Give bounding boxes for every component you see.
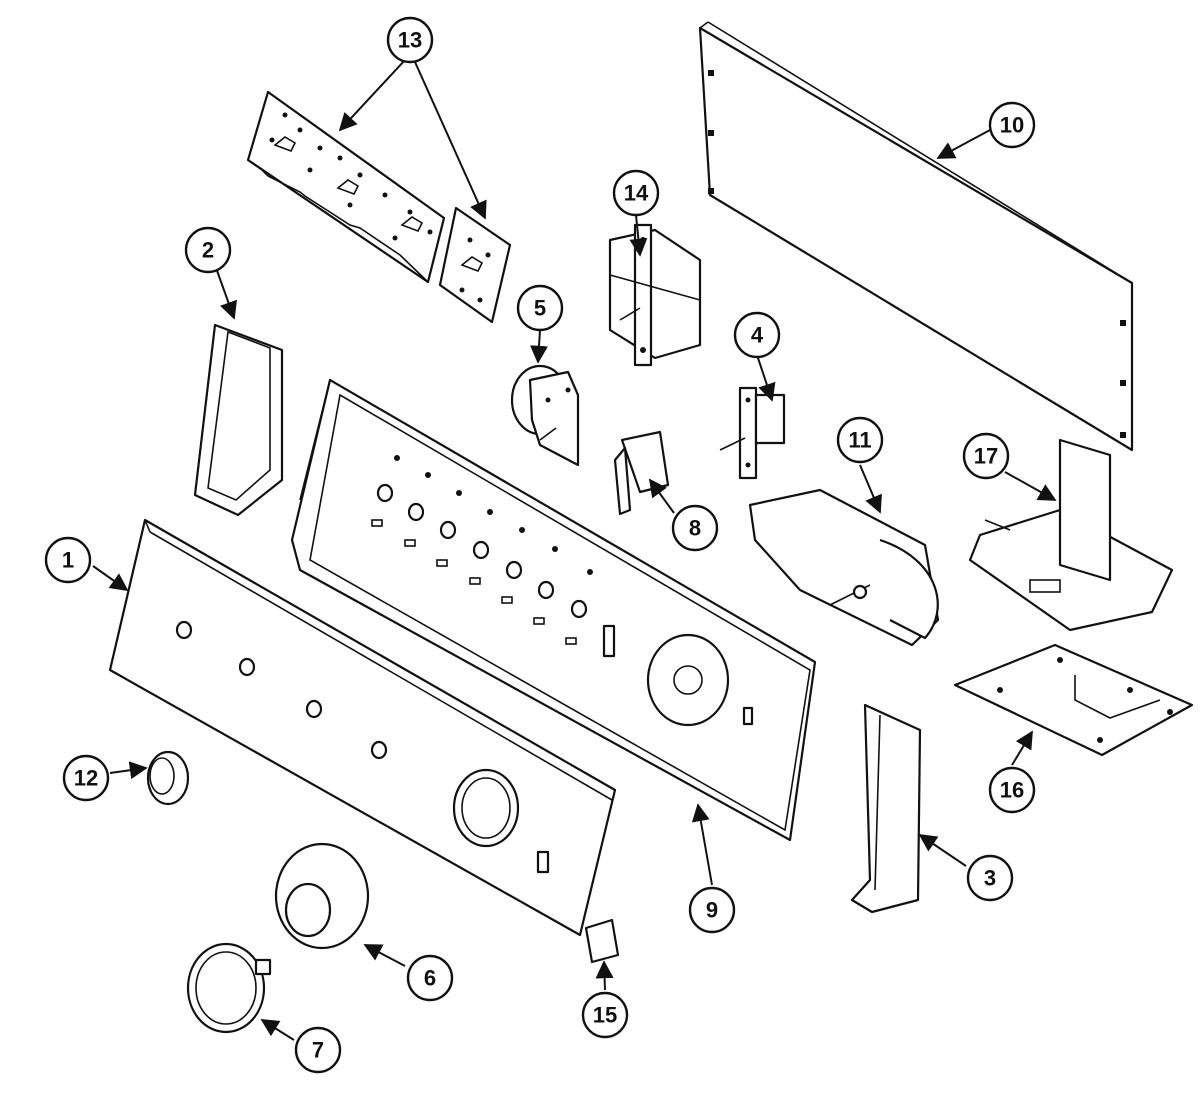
callout-7-label: 7 (312, 1038, 324, 1063)
part-knob-12 (146, 750, 190, 806)
callout-4: 4 (733, 311, 781, 359)
callout-1: 1 (44, 536, 92, 584)
part-front-panel-1 (108, 518, 617, 937)
callout-17-label: 17 (974, 444, 998, 469)
callout-10-label: 10 (1000, 113, 1024, 138)
part-right-end-cap (850, 703, 922, 914)
part-timer-11 (748, 488, 940, 647)
callout-8-label: 8 (689, 516, 701, 541)
callout-12-label: 12 (74, 766, 98, 791)
callout-16-label: 16 (1000, 778, 1024, 803)
callout-13: 13 (386, 16, 434, 64)
callout-16: 16 (988, 766, 1036, 814)
part-plate-16 (953, 643, 1194, 757)
callout-17: 17 (962, 432, 1010, 480)
callout-15: 15 (581, 991, 629, 1039)
callout-11-label: 11 (848, 428, 871, 453)
callout-13-label: 13 (398, 28, 422, 53)
part-timer-knob-7 (186, 942, 272, 1034)
callout-8: 8 (671, 504, 719, 552)
callout-15-label: 15 (593, 1003, 617, 1028)
part-clip-8 (613, 430, 670, 516)
leader-lines (92, 59, 1057, 1041)
callout-10: 10 (988, 101, 1036, 149)
part-left-end-cap (193, 323, 284, 517)
callout-6-label: 6 (424, 966, 436, 991)
callout-3: 3 (966, 854, 1014, 902)
part-rear-panel (698, 21, 1134, 452)
callout-9-label: 9 (706, 898, 718, 923)
part-switch-14 (608, 223, 702, 367)
part-switch-4 (719, 386, 786, 480)
part-bezel-6 (274, 842, 370, 950)
part-switch-5 (510, 364, 580, 467)
callout-3-label: 3 (984, 866, 996, 891)
callout-2-label: 2 (202, 238, 214, 263)
callout-14-label: 14 (624, 181, 649, 206)
callout-1-label: 1 (62, 548, 74, 573)
callout-14: 14 (612, 169, 660, 217)
part-bracket-17 (968, 438, 1174, 632)
callout-2: 2 (184, 226, 232, 274)
callout-5-label: 5 (534, 296, 546, 321)
part-rocker-15 (584, 918, 620, 964)
callout-7: 7 (294, 1026, 342, 1074)
callout-12: 12 (62, 754, 110, 802)
callout-11: 11 (836, 416, 884, 464)
part-console-9 (290, 378, 817, 842)
callout-9: 9 (688, 886, 736, 934)
callout-4-label: 4 (751, 323, 764, 348)
callout-6: 6 (406, 954, 454, 1002)
part-control-boards (246, 90, 512, 324)
callout-5: 5 (516, 284, 564, 332)
